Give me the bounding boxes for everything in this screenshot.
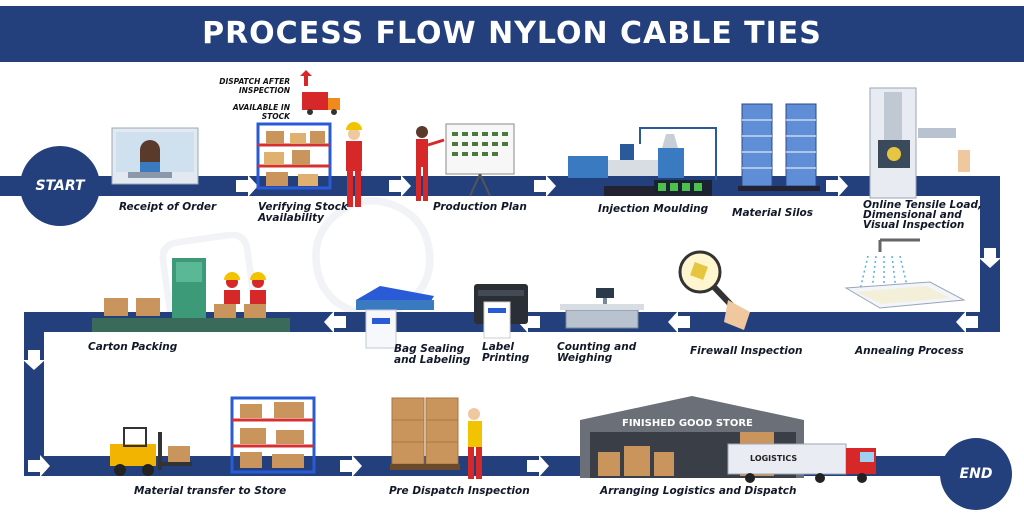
page-title: PROCESS FLOW NYLON CABLE TIES	[202, 16, 822, 51]
material-silos-illustration	[738, 103, 820, 191]
tensile-test-illustration	[869, 87, 970, 199]
step-injection-moulding: Injection Moulding	[598, 203, 709, 215]
verifying-stock-illustration	[256, 70, 362, 207]
step-verifying-stock-line2: Availability	[258, 212, 324, 224]
start-marker	[20, 146, 100, 226]
carton-packing-illustration	[92, 258, 290, 332]
warehouse-sign: FINISHED GOOD STORE	[622, 418, 753, 429]
flow-arrows	[23, 175, 1001, 477]
step-arranging-logistics: Arranging Logistics and Dispatch	[600, 485, 797, 497]
arrow-left-icon	[668, 311, 690, 333]
step-online-tensile-line2: Dimensional and	[863, 209, 962, 221]
step-online-tensile-line1: Online Tensile Load,	[863, 199, 982, 211]
arrow-right-icon	[28, 455, 50, 477]
step-carton-packing: Carton Packing	[88, 341, 178, 353]
pre-dispatch-illustration	[390, 397, 482, 479]
step-pre-dispatch: Pre Dispatch Inspection	[389, 485, 530, 497]
step-material-silos: Material Silos	[732, 207, 814, 219]
start-label: START	[35, 178, 85, 194]
firewall-inspection-illustration	[678, 250, 750, 330]
step-bag-sealing-line1: Bag Sealing	[394, 343, 465, 355]
truck-sign: LOGISTICS	[750, 454, 798, 463]
step-bag-sealing-line2: and Labeling	[394, 354, 471, 366]
arrow-left-icon	[324, 311, 346, 333]
dispatch-note: DISPATCH AFTER INSPECTION	[219, 77, 290, 95]
step-material-transfer: Material transfer to Store	[134, 485, 287, 497]
annealing-illustration	[844, 238, 966, 309]
step-production-plan: Production Plan	[433, 201, 527, 213]
arrow-right-icon	[527, 455, 549, 477]
stock-note: AVAILABLE IN STOCK	[232, 103, 290, 121]
step-online-tensile-line3: Visual Inspection	[863, 219, 965, 231]
header-banner: PROCESS FLOW NYLON CABLE TIES	[0, 0, 1024, 64]
arrow-down-icon	[23, 350, 45, 370]
arrow-right-icon	[826, 175, 848, 197]
step-counting-weighing-line2: Weighing	[557, 352, 613, 364]
step-receipt-of-order: Receipt of Order	[119, 201, 217, 213]
bag-sealing-illustration	[356, 286, 434, 349]
step-counting-weighing-line1: Counting and	[557, 341, 637, 353]
step-firewall-inspection: Firewall Inspection	[690, 345, 803, 357]
end-marker	[940, 438, 1012, 510]
production-plan-illustration	[416, 123, 515, 201]
injection-moulding-illustration	[568, 127, 717, 196]
end-label: END	[959, 466, 993, 482]
step-verifying-stock-line1: Verifying Stock	[258, 201, 348, 213]
title-bar	[0, 6, 1024, 62]
arrow-right-icon	[340, 455, 362, 477]
arrow-left-icon	[956, 311, 978, 333]
label-printer-illustration	[474, 284, 528, 339]
warehouse-illustration	[580, 396, 876, 483]
receipt-of-order-illustration	[111, 127, 199, 185]
arrow-right-icon	[389, 175, 411, 197]
forklift-illustration	[110, 396, 316, 476]
step-label-printing-line2: Printing	[482, 352, 530, 364]
step-annealing-process: Annealing Process	[855, 345, 964, 357]
weighing-scale-illustration	[560, 288, 644, 329]
arrow-right-icon	[534, 175, 556, 197]
arrow-right-icon	[236, 175, 258, 197]
step-label-printing-line1: Label	[482, 341, 515, 353]
arrow-down-icon	[979, 248, 1001, 268]
